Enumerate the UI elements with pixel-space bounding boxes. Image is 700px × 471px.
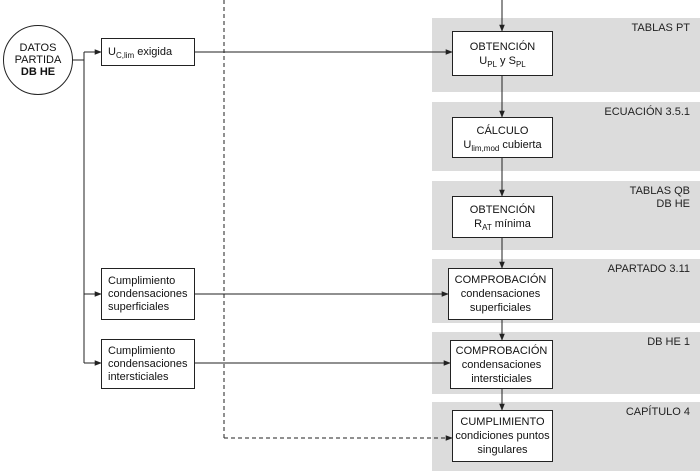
- step3-title: OBTENCIÓN: [469, 204, 536, 216]
- band-reference-label: APARTADO 3.11: [608, 263, 690, 276]
- source-line-2: PARTIDA: [14, 54, 62, 66]
- band-label-line: TABLAS PT: [631, 22, 690, 34]
- step-comprobacion-intersticiales: COMPROBACIÓN condensaciones intersticial…: [450, 340, 553, 389]
- uc-lim-exigida-box: UC,lim exigida: [101, 38, 195, 66]
- datos-partida-node: DATOS PARTIDA DB HE: [3, 25, 73, 95]
- step5-line-3: intersticiales: [471, 372, 532, 385]
- source-line-1: DATOS: [19, 42, 57, 54]
- band-label-line: APARTADO 3.11: [607, 263, 690, 275]
- step1-formula: UPL y SPL: [479, 54, 526, 69]
- step1-title: OBTENCIÓN: [469, 40, 536, 53]
- step-comprobacion-superficiales: COMPROBACIÓN condensaciones superficiale…: [448, 268, 553, 320]
- band-label-line: DB HE 1: [647, 336, 690, 348]
- step6-line-1: CUMPLIMIENTO: [460, 416, 545, 428]
- source-line-3: DB HE: [20, 66, 56, 78]
- band-reference-label: DB HE 1: [647, 336, 690, 349]
- step3-formula: RAT mínima: [474, 218, 531, 232]
- uc-label: UC,lim exigida: [108, 45, 173, 60]
- cumplimiento-superficiales-box: Cumplimiento condensaciones superficiale…: [101, 268, 195, 320]
- band-reference-label: TABLAS PT: [632, 22, 690, 35]
- sup-line-3: superficiales: [108, 300, 170, 313]
- band-label-line: ECUACIÓN 3.5.1: [604, 106, 690, 118]
- step5-line-2: condensaciones: [461, 358, 542, 371]
- step-cumplimiento-puntos-singulares: CUMPLIMIENTO condiciones puntos singular…: [452, 410, 553, 462]
- int-line-2: condensaciones: [108, 357, 188, 370]
- band-reference-label: CAPÍTULO 4: [626, 406, 690, 419]
- band-label-line: DB HE: [656, 198, 690, 210]
- int-line-1: Cumplimiento: [108, 344, 176, 357]
- int-line-3: intersticiales: [108, 370, 169, 383]
- step5-line-1: COMPROBACIÓN: [455, 344, 548, 357]
- band-reference-label: ECUACIÓN 3.5.1: [604, 106, 690, 119]
- step4-line-1: COMPROBACIÓN: [454, 274, 547, 286]
- step6-line-3: singulares: [477, 444, 528, 456]
- band-label-line: CAPÍTULO 4: [625, 406, 690, 418]
- step4-line-3: superficiales: [469, 302, 532, 314]
- step6-line-2: condiciones puntos: [455, 430, 550, 442]
- band-label-line: TABLAS QB: [629, 185, 690, 197]
- step2-formula: Ulim,mod cubierta: [463, 138, 542, 153]
- step2-title: CÁLCULO: [476, 124, 529, 137]
- sup-line-2: condensaciones: [108, 287, 188, 300]
- step4-line-2: condensaciones: [460, 288, 541, 300]
- step-obtencion-rat: OBTENCIÓN RAT mínima: [452, 196, 553, 238]
- step-obtencion-upl-spl: OBTENCIÓN UPL y SPL: [452, 31, 553, 76]
- sup-line-1: Cumplimiento: [108, 274, 176, 287]
- cumplimiento-intersticiales-box: Cumplimiento condensaciones intersticial…: [101, 339, 195, 389]
- step-calculo-ulim: CÁLCULO Ulim,mod cubierta: [452, 117, 553, 158]
